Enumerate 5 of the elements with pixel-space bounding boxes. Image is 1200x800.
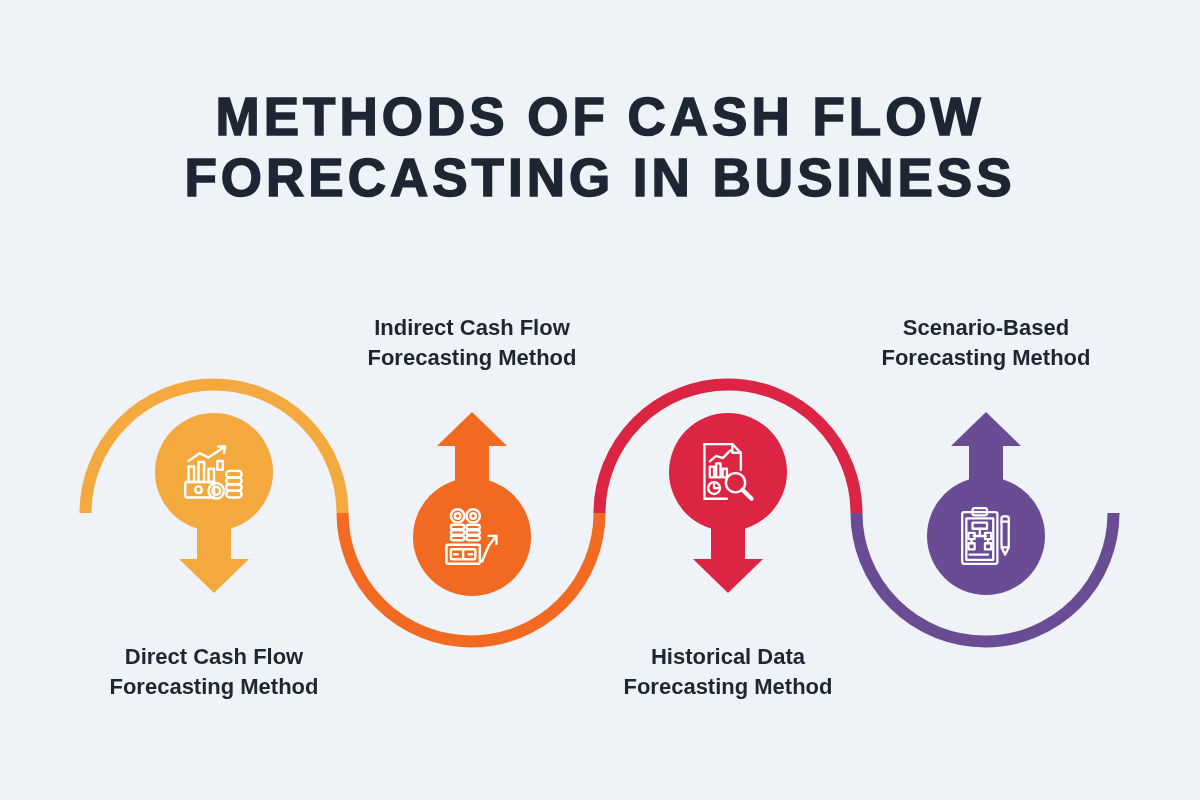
method-label: Indirect Cash Flow Forecasting Method — [342, 313, 602, 373]
title: METHODS OF CASH FLOW FORECASTING IN BUSINESS — [183, 86, 1017, 208]
method-label: Scenario-Based Forecasting Method — [856, 313, 1116, 373]
method-label: Historical Data Forecasting Method — [598, 642, 858, 702]
method-label: Direct Cash Flow Forecasting Method — [84, 642, 344, 702]
